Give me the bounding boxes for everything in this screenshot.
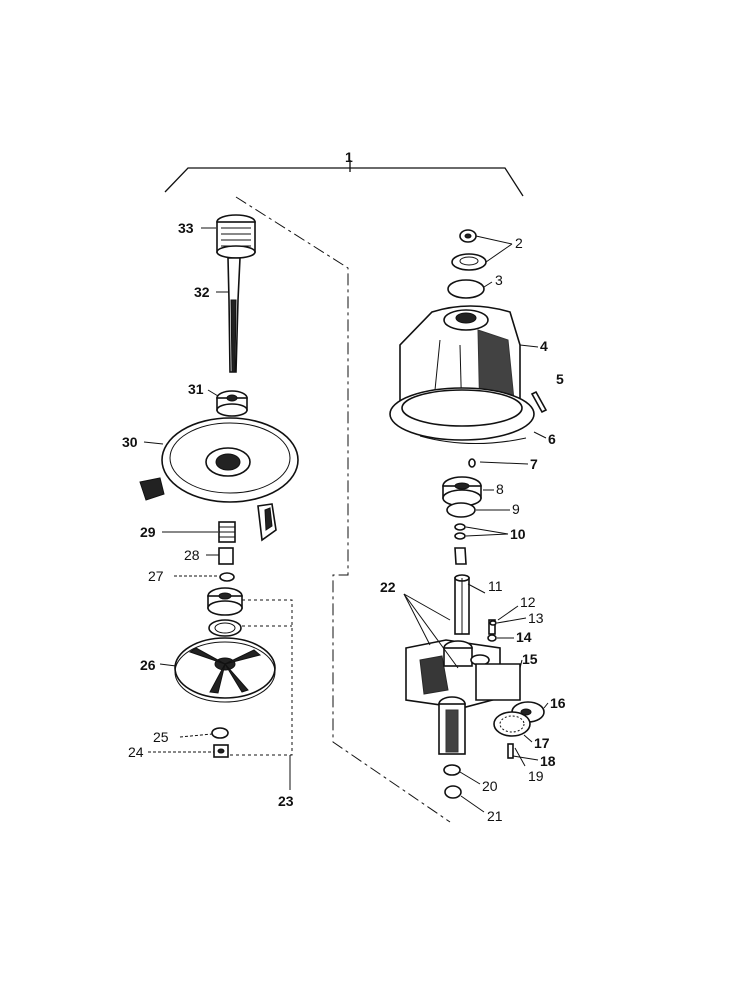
- label-9: 9: [512, 501, 520, 517]
- part-27-washer: [219, 572, 235, 582]
- label-16: 16: [550, 695, 566, 711]
- label-4: 4: [540, 338, 548, 354]
- label-8: 8: [496, 481, 504, 497]
- label-27: 27: [148, 568, 164, 584]
- label-11: 11: [488, 578, 503, 594]
- part-9-seal: [446, 502, 476, 518]
- part-13-washer: [489, 620, 497, 626]
- label-5: 5: [556, 371, 564, 387]
- label-20: 20: [482, 778, 498, 794]
- part-21-washer: [444, 785, 462, 799]
- label-18: 18: [540, 753, 556, 769]
- part-30-housing: [139, 417, 299, 542]
- label-25: 25: [153, 729, 169, 745]
- callout-labels: 1 2 3 4 5 6 7 8 9 10 11 12 13 14 15 16 1…: [122, 149, 566, 824]
- connection-line: [235, 196, 451, 823]
- label-13: 13: [528, 610, 544, 626]
- label-33: 33: [178, 220, 194, 236]
- label-26: 26: [140, 657, 156, 673]
- label-2: 2: [515, 235, 523, 251]
- part-24-nut: [213, 744, 229, 758]
- label-24: 24: [128, 744, 144, 760]
- label-15: 15: [522, 651, 538, 667]
- part-7-pin: [468, 458, 476, 468]
- label-12: 12: [520, 594, 536, 610]
- part-2-nut-washer: [451, 229, 487, 271]
- part-17-gear: [493, 711, 531, 737]
- part-33-nut: [216, 214, 256, 259]
- label-29: 29: [140, 524, 156, 540]
- label-22: 22: [380, 579, 396, 595]
- label-14: 14: [516, 629, 532, 645]
- part-12-pin: [488, 619, 496, 635]
- label-30: 30: [122, 434, 138, 450]
- part-6-gasket: [419, 435, 527, 445]
- part-lower-shaft: [438, 696, 466, 755]
- part-5-pin: [530, 390, 548, 414]
- label-28: 28: [184, 547, 200, 563]
- part-11-shaft: [454, 574, 470, 635]
- label-10: 10: [510, 526, 526, 542]
- part-10-washers: [454, 523, 466, 540]
- part-4-housing-cover: [389, 305, 535, 441]
- part-20-washer: [443, 764, 461, 776]
- label-23: 23: [278, 793, 294, 809]
- label-19: 19: [528, 768, 544, 784]
- label-1: 1: [345, 149, 353, 165]
- label-6: 6: [548, 431, 556, 447]
- part-3-ring: [447, 279, 485, 299]
- part-28-bushing: [218, 547, 234, 565]
- assembly-bracket: [164, 160, 524, 197]
- part-31-bearing: [216, 390, 248, 417]
- bracket-23: [228, 599, 293, 756]
- label-7: 7: [530, 456, 538, 472]
- label-32: 32: [194, 284, 210, 300]
- part-bearing-upper: [207, 587, 243, 616]
- part-32-shaft: [227, 257, 241, 373]
- label-31: 31: [188, 381, 204, 397]
- part-gearbox-body: [405, 639, 521, 709]
- part-14-clip: [487, 634, 497, 642]
- label-17: 17: [534, 735, 550, 751]
- part-clip: [454, 547, 467, 565]
- part-25-washer: [211, 727, 229, 739]
- part-8-bearing: [442, 476, 482, 507]
- label-21: 21: [487, 808, 503, 824]
- part-26-pulley: [174, 637, 276, 703]
- label-3: 3: [495, 272, 503, 288]
- part-18-pin: [507, 743, 514, 759]
- right-leaders: [403, 235, 549, 813]
- part-29-gear: [218, 521, 236, 543]
- left-leaders: [143, 227, 228, 753]
- part-ring-lower: [208, 619, 242, 637]
